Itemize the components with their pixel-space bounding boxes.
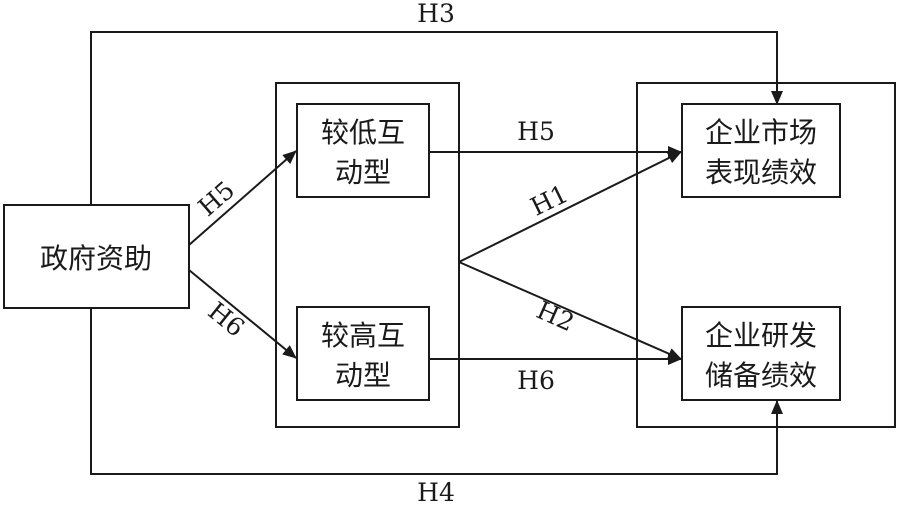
h3-path (90, 31, 783, 205)
h5-right-label: H5 (517, 117, 555, 146)
h5-left-arrow (188, 150, 297, 246)
rd-performance-box (681, 306, 841, 401)
low-interaction-label-line1: 较低互 (321, 116, 405, 149)
h1-label: H1 (526, 179, 573, 222)
high-interaction-label-line1: 较高互 (321, 319, 405, 352)
high-interaction-label-line2: 动型 (335, 359, 391, 392)
h6-left-arrow (188, 269, 297, 359)
rd-performance-label-line1: 企业研发 (705, 319, 817, 352)
market-performance-label-line2: 表现绩效 (705, 156, 817, 189)
market-performance-label-line1: 企业市场 (705, 116, 817, 149)
rd-performance-label-line2: 储备绩效 (705, 359, 817, 392)
interaction-group-box (275, 82, 460, 428)
h2-arrow (458, 261, 682, 360)
h6-left-label: H6 (203, 296, 251, 342)
h2-label: H2 (532, 295, 578, 337)
h3-label: H3 (417, 0, 455, 28)
performance-group-box (636, 82, 896, 428)
gov-funding-label: 政府资助 (40, 242, 152, 275)
market-performance-box (681, 103, 841, 198)
h5-left-label: H5 (193, 175, 240, 222)
low-interaction-box (296, 103, 430, 198)
h6-right-label: H6 (517, 366, 555, 395)
h4-path (90, 308, 783, 475)
low-interaction-label-line2: 动型 (335, 156, 391, 189)
high-interaction-box (296, 306, 430, 401)
h4-label: H4 (417, 478, 455, 504)
gov-funding-box (3, 204, 190, 309)
h1-arrow (458, 151, 682, 263)
